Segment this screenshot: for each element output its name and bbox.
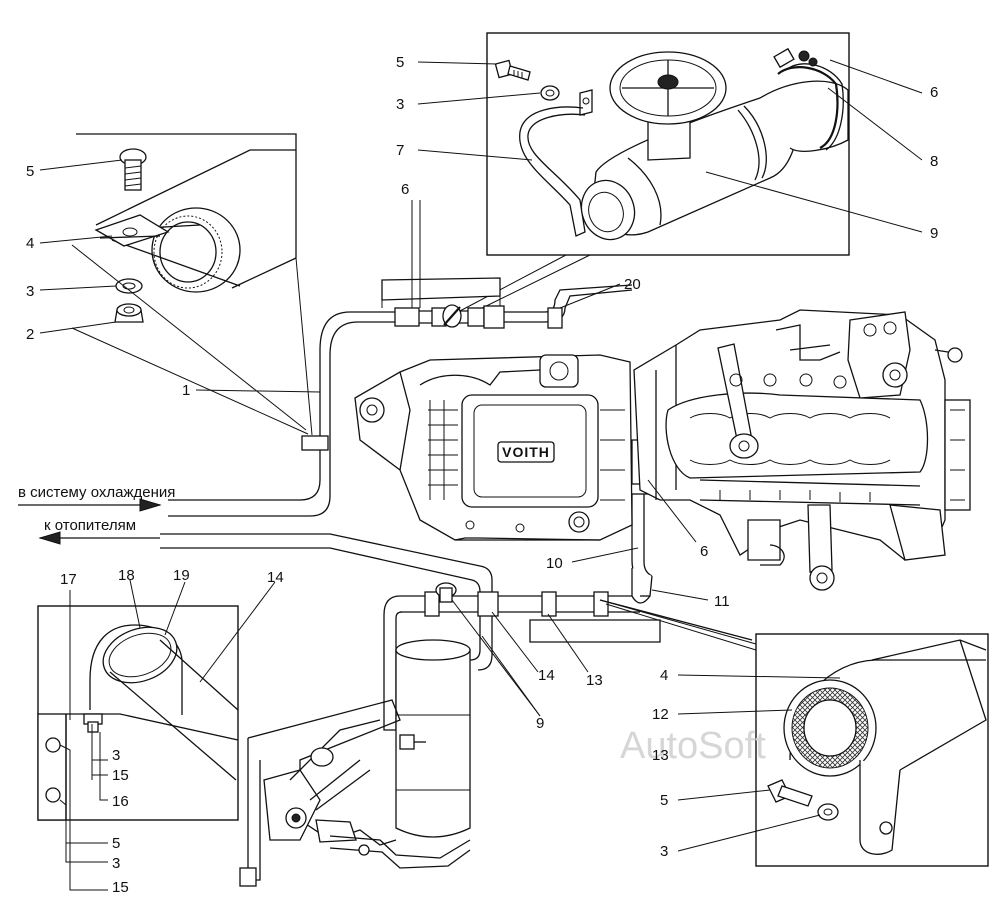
callout-3-left: 3 xyxy=(26,283,34,300)
callout-4-right: 4 xyxy=(660,667,668,684)
engine-block xyxy=(633,309,971,591)
callout-3-bottom: 3 xyxy=(112,855,120,872)
callout-13-mid: 13 xyxy=(586,672,603,689)
valve-body xyxy=(580,47,849,241)
callout-13-right: 13 xyxy=(652,747,669,764)
callout-19: 19 xyxy=(173,567,190,584)
leader-lines xyxy=(195,200,709,717)
callout-labels: 5 4 3 2 1 5 3 7 6 6 8 9 20 10 6 11 14 13… xyxy=(26,54,938,896)
watermark: AutoSoft xyxy=(620,725,766,767)
callout-6-mid: 6 xyxy=(700,543,708,560)
callout-14-mid: 14 xyxy=(538,667,555,684)
callout-15-upper: 15 xyxy=(112,767,129,784)
callout-18: 18 xyxy=(118,567,135,584)
callout-4-left: 4 xyxy=(26,235,34,252)
callout-9-right: 9 xyxy=(930,225,938,242)
callout-5-bottom: 5 xyxy=(112,835,120,852)
inset-valve-detail xyxy=(417,32,923,315)
flow-indicators: в систему охлаждения к отопителям xyxy=(18,484,175,545)
callout-5-top: 5 xyxy=(396,54,404,71)
inset-clamp-detail xyxy=(39,133,313,436)
callout-20: 20 xyxy=(624,276,641,293)
callout-2-left: 2 xyxy=(26,326,34,343)
callout-16: 16 xyxy=(112,793,129,810)
callout-10: 10 xyxy=(546,555,563,572)
flow-label-to-heaters: к отопителям xyxy=(44,517,136,534)
callout-14-left: 14 xyxy=(267,569,284,586)
callout-17: 17 xyxy=(60,571,77,588)
heater-pump-unit xyxy=(239,639,471,887)
callout-12: 12 xyxy=(652,706,669,723)
inset-hose-clamp-right xyxy=(599,599,989,867)
callout-1: 1 xyxy=(182,382,190,399)
callout-5-right: 5 xyxy=(660,792,668,809)
inset-hose-clamp-left xyxy=(37,579,276,891)
brand-label: VOITH xyxy=(502,444,550,460)
callout-5-left: 5 xyxy=(26,163,34,180)
callout-3-left-inset: 3 xyxy=(112,747,120,764)
bolt-icon xyxy=(494,59,531,81)
callout-8: 8 xyxy=(930,153,938,170)
callout-15-lower: 15 xyxy=(112,879,129,896)
callout-6-right: 6 xyxy=(930,84,938,101)
callout-6-top: 6 xyxy=(401,181,409,198)
callout-11: 11 xyxy=(714,593,730,610)
callout-3-top: 3 xyxy=(396,96,404,113)
callout-9-mid: 9 xyxy=(536,715,544,732)
callout-7: 7 xyxy=(396,142,404,159)
callout-3-right: 3 xyxy=(660,843,668,860)
flow-label-to-cooling: в систему охлаждения xyxy=(18,484,175,501)
retarder-heater-unit: VOITH xyxy=(354,354,633,541)
